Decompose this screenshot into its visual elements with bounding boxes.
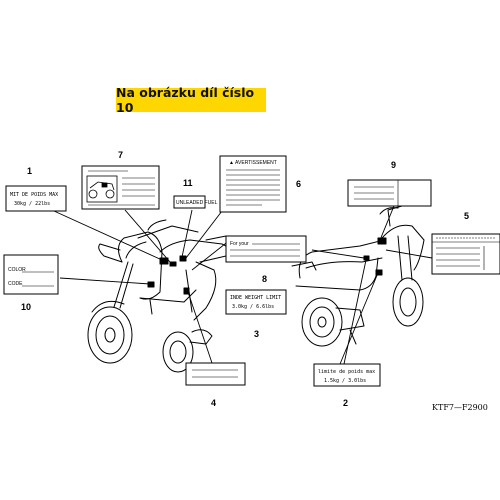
label-10-color: COLOR (8, 267, 26, 273)
callout-6: 6 (296, 179, 301, 189)
label-3: INDE WEIGHT LIMIT 3.0kg / 6.6lbs (225, 289, 287, 315)
label-3-line1: INDE WEIGHT LIMIT (230, 295, 281, 301)
label-6: ▲ AVERTISSEMENT (219, 155, 287, 213)
callout-4: 4 (211, 398, 216, 408)
label-5 (431, 233, 500, 275)
label-1: MIT DE POIDS MAX 30kg / 22lbs (5, 185, 67, 212)
label-2: limite de poids max 1.5kg / 3.0lbs (313, 363, 381, 387)
label-1-line2: 30kg / 22lbs (14, 201, 50, 207)
callout-8: 8 (262, 274, 267, 284)
label-2-line2: 1.5kg / 3.0lbs (324, 378, 366, 384)
callout-11: 11 (183, 178, 193, 188)
label-10: COLOR CODE (3, 254, 59, 295)
part-number-banner: Na obrázku díl číslo 10 (116, 85, 266, 115)
callout-5: 5 (464, 211, 469, 221)
label-8-text: For your (230, 241, 249, 247)
scooter-pictogram (86, 175, 118, 203)
callout-7: 7 (118, 150, 123, 160)
label-7 (81, 165, 160, 210)
label-6-heading: ▲ AVERTISSEMENT (229, 160, 277, 166)
scooter-left (87, 219, 233, 373)
label-3-line2: 3.0kg / 6.6lbs (232, 304, 274, 310)
label-11: UNLEADED FUEL (173, 195, 218, 209)
label-2-line1: limite de poids max (318, 369, 375, 375)
label-1-line1: MIT DE POIDS MAX (10, 192, 58, 198)
leader-lines (53, 205, 433, 365)
callout-9: 9 (391, 160, 396, 170)
scooter-right (291, 205, 425, 347)
label-11-text: UNLEADED FUEL (176, 200, 218, 206)
callout-1: 1 (27, 166, 32, 176)
callout-10: 10 (21, 302, 31, 312)
label-10-code: CODE (8, 281, 23, 287)
figure-code: KTF7—F2900 (432, 403, 488, 412)
label-8: For your (225, 235, 307, 263)
label-4 (185, 362, 246, 386)
callout-3: 3 (254, 329, 259, 339)
label-9 (347, 179, 432, 207)
callout-2: 2 (343, 398, 348, 408)
